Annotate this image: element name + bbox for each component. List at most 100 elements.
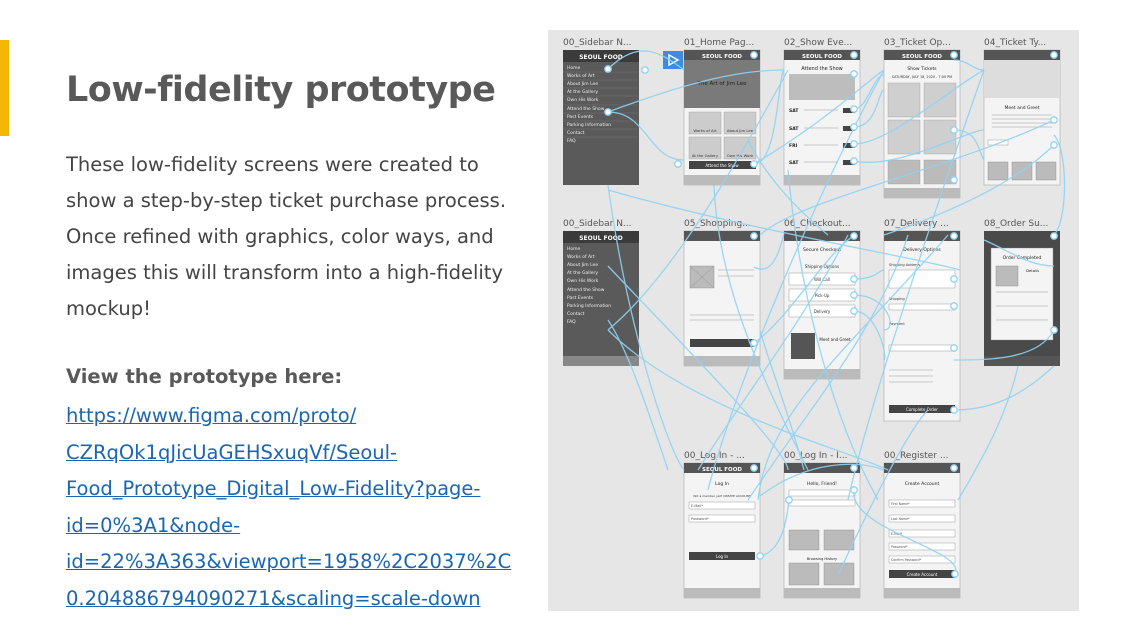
frame-label: 00_Log In - ...: [684, 451, 745, 461]
svg-text:Browsing History: Browsing History: [807, 557, 838, 561]
svg-text:Details: Details: [1026, 268, 1039, 273]
link-line[interactable]: id=0%3A1&node-: [66, 513, 241, 537]
prototype-canvas: 00_Sidebar N... 01_Home Pag... 02_Show E…: [548, 30, 1079, 611]
svg-text:Delivery: Delivery: [814, 309, 831, 314]
svg-text:At the Gallery: At the Gallery: [692, 153, 719, 158]
svg-text:FAQ: FAQ: [567, 319, 576, 325]
svg-text:Pick-Up: Pick-Up: [815, 293, 830, 298]
svg-text:Own His Work: Own His Work: [567, 278, 599, 284]
svg-text:Shipping Address: Shipping Address: [889, 263, 920, 267]
frame-label: 00_Sidebar N...: [563, 219, 632, 229]
frame-register[interactable]: Create Account First Name* Last Name* E-…: [883, 462, 961, 599]
slide-description: These low-fidelity screens were created …: [66, 153, 507, 320]
frame-delivery[interactable]: Delivery Options Shipping Address Shippi…: [883, 230, 961, 422]
prototype-label: View the prototype here:: [66, 365, 343, 388]
svg-text:Works of Art: Works of Art: [693, 128, 717, 133]
link-line[interactable]: id=22%3A363&viewport=1958%2C2037%2C: [66, 550, 512, 573]
link-line[interactable]: CZRqOk1qJicUaGEHSxuqVf/Seoul-: [66, 440, 398, 464]
svg-text:Log In: Log In: [715, 481, 729, 487]
frame-label: 04_Ticket Ty...: [984, 38, 1046, 48]
frame-logged-in[interactable]: Hello, Friend! Browsing History: [783, 462, 861, 599]
svg-text:Create Account: Create Account: [905, 481, 940, 487]
svg-text:Attend the Show: Attend the Show: [567, 287, 605, 293]
svg-text:Password*: Password*: [691, 517, 709, 521]
svg-text:About Jim Lee: About Jim Lee: [567, 262, 598, 268]
svg-text:FRI: FRI: [789, 143, 798, 149]
frame-order-success[interactable]: Order Completed Details: [984, 231, 1060, 366]
svg-text:Not a member yet? CREATE ACCOU: Not a member yet? CREATE ACCOUNT: [693, 494, 751, 498]
svg-text:At the Gallery: At the Gallery: [567, 270, 598, 276]
svg-text:Past Events: Past Events: [567, 114, 594, 120]
svg-text:SAT: SAT: [789, 126, 799, 132]
svg-text:About Jim Lee: About Jim Lee: [567, 81, 598, 87]
svg-text:SEOUL FOOD: SEOUL FOOD: [902, 54, 942, 60]
svg-text:Complete Order: Complete Order: [906, 407, 938, 412]
svg-text:Shipping: Shipping: [889, 297, 905, 301]
frame-label: 03_Ticket Op...: [884, 38, 951, 48]
svg-text:Parking Information: Parking Information: [567, 303, 611, 309]
svg-text:SEOUL FOOD: SEOUL FOOD: [579, 54, 623, 61]
prototype-connections: [607, 50, 1066, 576]
frame-sidebar-2[interactable]: SEOUL FOOD Home Works of Art About Jim L…: [563, 231, 639, 366]
svg-text:Payment: Payment: [889, 322, 905, 326]
frame-label: 00_Sidebar N...: [563, 38, 632, 48]
frame-label: 02_Show Eve...: [784, 38, 852, 48]
link-line[interactable]: 0.204886794090271&scaling=scale-down: [66, 586, 481, 610]
svg-text:Attend the Show: Attend the Show: [801, 66, 843, 72]
svg-text:Meet and Greet: Meet and Greet: [819, 337, 851, 342]
svg-text:SAT: SAT: [789, 108, 799, 114]
frame-login[interactable]: SEOUL FOOD Log In Not a member yet? CREA…: [683, 462, 761, 599]
svg-text:Own His Work: Own His Work: [567, 97, 599, 103]
svg-text:Hello, Friend!: Hello, Friend!: [807, 481, 837, 487]
frame-label: 01_Home Pag...: [684, 38, 754, 48]
svg-text:Last Name*: Last Name*: [891, 517, 910, 521]
svg-text:Attend the Show: Attend the Show: [567, 106, 605, 112]
svg-text:At the Gallery: At the Gallery: [567, 89, 598, 95]
svg-text:The Art of Jim Lee: The Art of Jim Lee: [697, 81, 748, 87]
svg-text:Show Tickets: Show Tickets: [907, 66, 937, 72]
svg-text:Confirm Password*: Confirm Password*: [891, 558, 921, 562]
frame-label: 00_Register ...: [884, 451, 948, 461]
svg-text:Home: Home: [567, 65, 581, 71]
frame-label: 06_Checkout...: [784, 219, 851, 229]
svg-text:E-Mail*: E-Mail*: [891, 532, 903, 536]
svg-text:Past Events: Past Events: [567, 295, 594, 301]
connection-hotspots: [604, 51, 1058, 578]
svg-text:Secure Checkout: Secure Checkout: [803, 247, 841, 253]
svg-text:FAQ: FAQ: [567, 138, 576, 144]
svg-text:SEOUL FOOD: SEOUL FOOD: [579, 235, 623, 242]
svg-text:Attend the Show: Attend the Show: [705, 163, 739, 168]
frame-ticket-options[interactable]: SEOUL FOOD Show Tickets SATURDAY, JULY 1…: [883, 49, 961, 199]
prototype-link[interactable]: https://www.figma.com/proto/ CZRqOk1qJic…: [66, 398, 536, 617]
svg-text:Log In: Log In: [716, 554, 729, 559]
svg-text:SEOUL FOOD: SEOUL FOOD: [802, 54, 842, 60]
svg-text:Works of Art: Works of Art: [567, 73, 595, 79]
svg-text:Will Call: Will Call: [814, 277, 830, 282]
link-line[interactable]: Food_Prototype_Digital_Low-Fidelity?page…: [66, 477, 481, 500]
svg-text:About Jim Lee: About Jim Lee: [727, 128, 754, 133]
frame-label: 00_Log In - I...: [784, 451, 847, 461]
svg-text:SEOUL FOOD: SEOUL FOOD: [702, 467, 742, 473]
svg-text:Parking Information: Parking Information: [567, 122, 611, 128]
svg-text:Meet and Greet: Meet and Greet: [1004, 105, 1039, 111]
svg-text:Password*: Password*: [891, 545, 908, 549]
svg-text:SEOUL FOOD: SEOUL FOOD: [702, 54, 742, 60]
frame-ticket-type[interactable]: Meet and Greet: [983, 49, 1061, 186]
svg-text:Contact: Contact: [567, 130, 585, 136]
frame-home[interactable]: SEOUL FOOD The Art of Jim Lee Works of A…: [683, 49, 761, 186]
svg-text:SAT: SAT: [789, 160, 799, 166]
link-line[interactable]: https://www.figma.com/proto/: [66, 404, 357, 427]
frame-shopping[interactable]: [683, 230, 761, 367]
svg-text:E-Mail*: E-Mail*: [691, 504, 703, 508]
accent-bar: [0, 40, 9, 136]
svg-text:SATURDAY, JULY 18, 2020 - 7:00: SATURDAY, JULY 18, 2020 - 7:00 PM: [892, 75, 952, 79]
svg-text:Contact: Contact: [567, 311, 585, 317]
svg-text:Create Account: Create Account: [907, 572, 938, 577]
svg-text:Home: Home: [567, 246, 581, 252]
frame-show-events[interactable]: SEOUL FOOD Attend the Show SAT SAT FRI S…: [783, 49, 861, 186]
slide-title: Low-fidelity prototype: [66, 70, 496, 110]
svg-text:Works of Art: Works of Art: [567, 254, 595, 260]
frame-checkout[interactable]: Secure Checkout Shipping Options Will Ca…: [783, 230, 861, 380]
frame-label: 08_Order Su...: [984, 219, 1048, 229]
svg-text:First Name*: First Name*: [891, 502, 910, 506]
